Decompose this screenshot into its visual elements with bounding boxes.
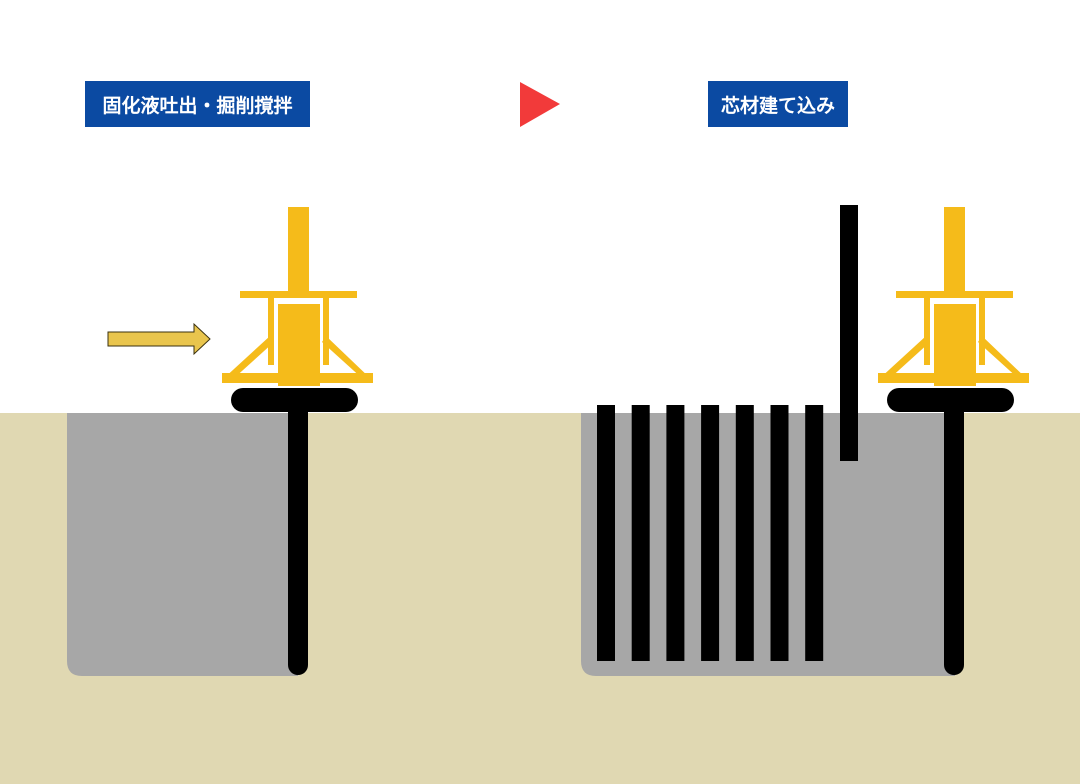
mast	[288, 207, 309, 297]
post-right	[979, 297, 985, 365]
base-bar	[222, 373, 373, 383]
triangle-right-icon	[520, 82, 560, 127]
core-material	[666, 405, 685, 661]
mast	[944, 207, 965, 297]
base-bar	[878, 373, 1029, 383]
step-label-core-insertion: 芯材建て込み	[708, 81, 848, 127]
top-bar	[240, 291, 357, 298]
center-block	[278, 304, 320, 386]
core-materials	[597, 405, 824, 661]
center-block	[934, 304, 976, 386]
brace-left	[222, 336, 274, 380]
brace-right	[322, 336, 372, 380]
core-material	[770, 405, 789, 661]
arrow-right-icon	[107, 322, 211, 356]
core-material	[701, 405, 720, 661]
top-bar	[896, 291, 1013, 298]
post-left	[924, 297, 930, 365]
step-label-mixing: 固化液吐出・掘削撹拌	[85, 81, 310, 127]
core-material	[805, 405, 824, 661]
brace-left	[878, 336, 930, 380]
core-material-inserting	[840, 205, 858, 461]
brace-right	[978, 336, 1028, 380]
drilling-machine-left	[222, 207, 373, 675]
drilling-machine-right	[878, 207, 1029, 675]
soil-cement-column-left	[67, 413, 298, 676]
post-left	[268, 297, 274, 365]
core-material	[631, 405, 650, 661]
core-material	[597, 405, 615, 661]
post-right	[323, 297, 329, 365]
core-material	[735, 405, 754, 661]
